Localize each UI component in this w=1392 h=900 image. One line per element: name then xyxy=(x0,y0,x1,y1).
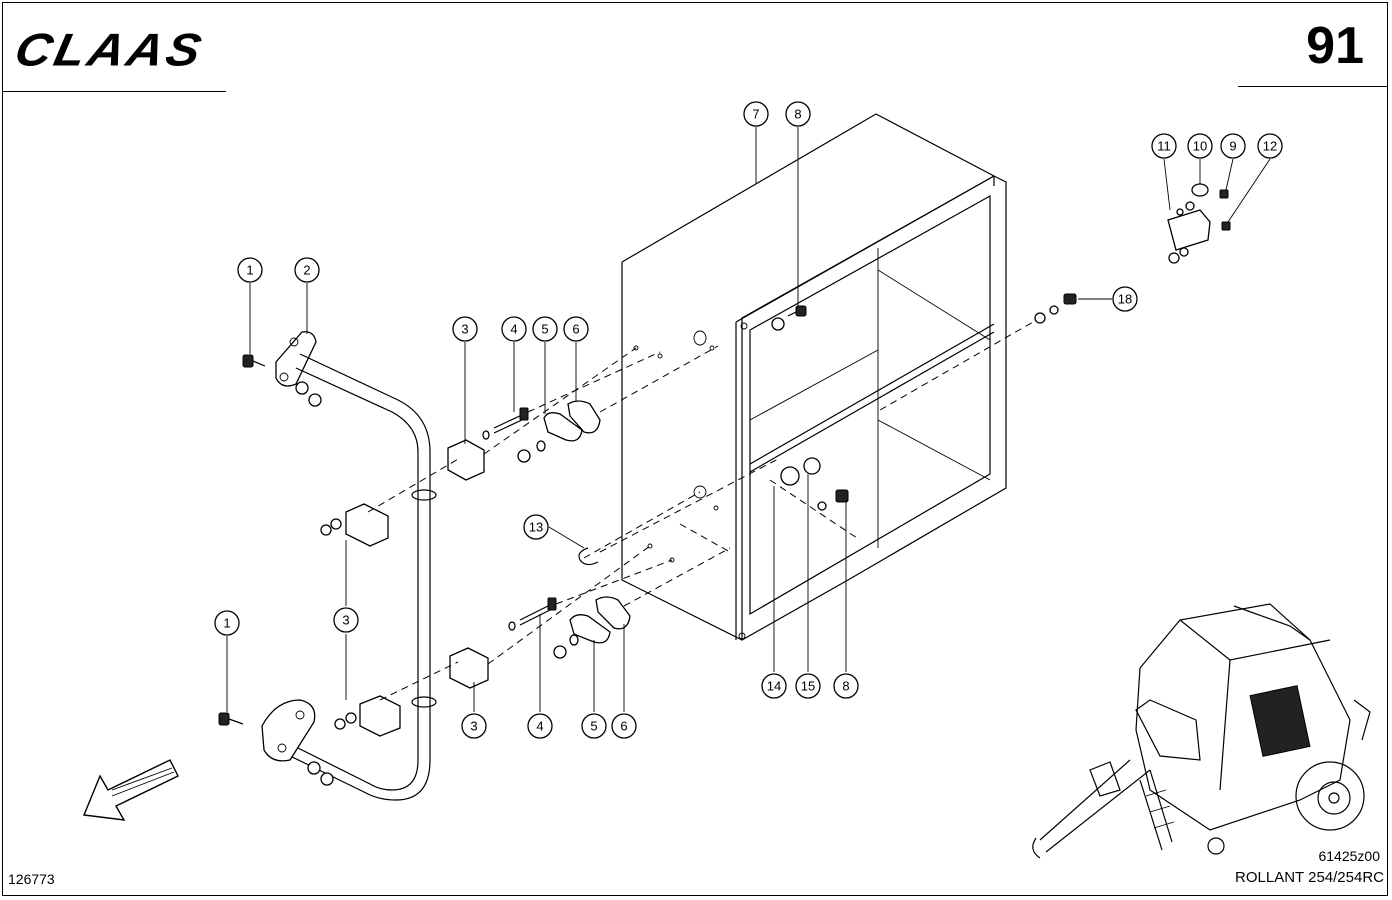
callout-12: 12 xyxy=(1257,133,1283,159)
svg-text:5: 5 xyxy=(541,322,548,337)
svg-text:9: 9 xyxy=(1229,139,1236,154)
direction-arrow-icon xyxy=(83,759,179,821)
svg-text:8: 8 xyxy=(842,679,849,694)
nuts-top-flange xyxy=(295,381,334,786)
svg-text:15: 15 xyxy=(801,679,815,694)
callout-3-top: 3 xyxy=(452,316,478,342)
sheet-reference: 126773 xyxy=(8,871,55,887)
tool-box-7 xyxy=(621,113,1007,642)
callout-10: 10 xyxy=(1187,133,1213,159)
fixing-kit-top xyxy=(482,400,601,463)
svg-text:3: 3 xyxy=(470,719,477,734)
callout-13: 13 xyxy=(523,514,549,540)
baler-machine-icon xyxy=(1032,603,1371,859)
callout-11: 11 xyxy=(1151,133,1177,159)
callout-6-bottom: 6 xyxy=(611,713,637,739)
assembly-lines xyxy=(367,317,1041,701)
page-number: 91 xyxy=(1306,17,1364,75)
callout-4-top: 4 xyxy=(501,316,527,342)
svg-text:4: 4 xyxy=(510,322,517,337)
svg-text:18: 18 xyxy=(1118,292,1132,307)
svg-text:6: 6 xyxy=(620,719,627,734)
callout-1-top: 1 xyxy=(237,257,263,283)
callout-18: 18 xyxy=(1112,286,1138,312)
svg-text:7: 7 xyxy=(752,107,759,122)
svg-text:3: 3 xyxy=(342,613,349,628)
svg-text:12: 12 xyxy=(1263,139,1277,154)
svg-text:14: 14 xyxy=(767,679,781,694)
leader-lines xyxy=(226,127,1271,712)
callout-4-bottom: 4 xyxy=(527,713,553,739)
bolt-1-bottom xyxy=(218,712,244,726)
svg-text:4: 4 xyxy=(536,719,543,734)
callout-9: 9 xyxy=(1220,133,1246,159)
svg-text:1: 1 xyxy=(246,263,253,278)
callout-3-bottom: 3 xyxy=(461,713,487,739)
bolt-1-top xyxy=(242,354,266,368)
callout-3-mid: 3 xyxy=(333,607,359,633)
svg-text:8: 8 xyxy=(794,107,801,122)
callout-5-bottom: 5 xyxy=(581,713,607,739)
callout-14: 14 xyxy=(761,673,787,699)
callout-7: 7 xyxy=(743,101,769,127)
svg-text:10: 10 xyxy=(1193,139,1207,154)
callout-2: 2 xyxy=(294,257,320,283)
drawing-reference: 61425z00 xyxy=(1318,848,1380,864)
header-rule-left xyxy=(2,91,226,92)
svg-text:1: 1 xyxy=(223,616,230,631)
callout-1-bottom: 1 xyxy=(214,610,240,636)
svg-text:2: 2 xyxy=(303,263,310,278)
hook-fittings xyxy=(1034,183,1231,324)
callout-15: 15 xyxy=(795,673,821,699)
svg-text:6: 6 xyxy=(572,322,579,337)
callout-5-top: 5 xyxy=(532,316,558,342)
svg-text:3: 3 xyxy=(461,322,468,337)
callout-6-top: 6 xyxy=(563,316,589,342)
svg-text:5: 5 xyxy=(590,719,597,734)
svg-text:11: 11 xyxy=(1157,139,1171,154)
handrail-assembly xyxy=(261,331,437,801)
circlip-13 xyxy=(578,547,599,566)
clamp-blocks xyxy=(320,439,489,737)
callout-8-top: 8 xyxy=(785,101,811,127)
callout-8-bottom: 8 xyxy=(833,673,859,699)
svg-text:13: 13 xyxy=(529,520,543,535)
fixing-kit-bottom xyxy=(508,596,631,659)
model-name: ROLLANT 254/254RC xyxy=(1235,869,1384,886)
header-rule-right xyxy=(1238,86,1388,87)
